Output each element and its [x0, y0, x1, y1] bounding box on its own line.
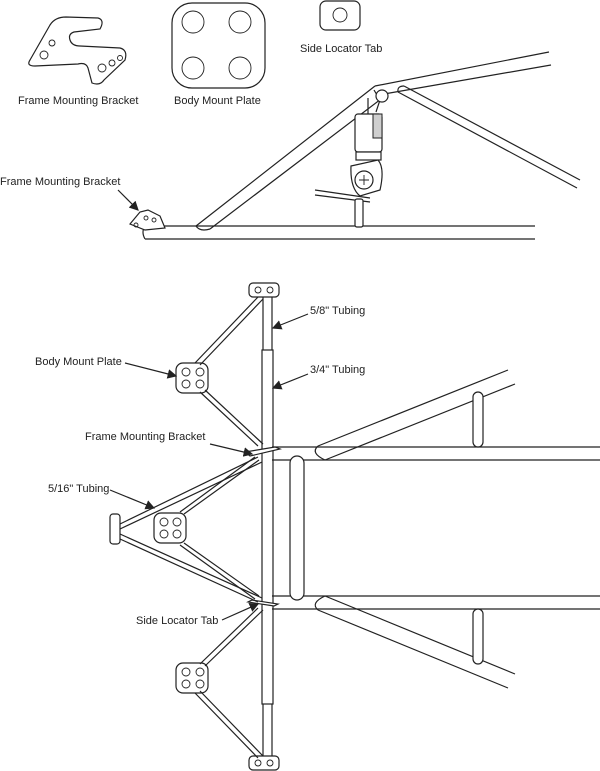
tubing-58-leader [271, 313, 309, 330]
legend-frame-bracket-label: Frame Mounting Bracket [18, 95, 138, 107]
top-view-braces [119, 296, 264, 759]
side-bracket-label: Frame Mounting Bracket [0, 176, 120, 188]
legend-body-plate-label: Body Mount Plate [174, 95, 261, 107]
body-mount-plate-label: Body Mount Plate [35, 356, 122, 368]
legend-frame-mounting-bracket [28, 16, 127, 85]
legend-side-locator-tab [319, 0, 361, 31]
tubing-516-label: 5/16" Tubing [48, 483, 109, 495]
side-locator-tab-label: Side Locator Tab [136, 615, 218, 627]
tubing-516-leader [109, 489, 156, 510]
side-locator-tab-leader [221, 603, 260, 621]
side-bracket-leader [117, 189, 139, 211]
top-view-frame [243, 369, 600, 689]
tubing-34-leader [271, 373, 309, 390]
frame-mounting-bracket-label: Frame Mounting Bracket [85, 431, 205, 443]
tubing-34-label: 3/4" Tubing [310, 364, 365, 376]
legend-body-mount-plate [171, 2, 266, 89]
side-view-frame [142, 51, 581, 240]
frame-mounting-bracket-leader [209, 443, 254, 457]
tubing-58-label: 5/8" Tubing [310, 305, 365, 317]
body-mount-plate-leader [124, 362, 178, 379]
side-view-frame-bracket [129, 209, 166, 231]
top-view-tubes [248, 282, 280, 771]
legend-side-tab-label: Side Locator Tab [300, 43, 382, 55]
top-view-body-mount-plates [109, 362, 209, 694]
